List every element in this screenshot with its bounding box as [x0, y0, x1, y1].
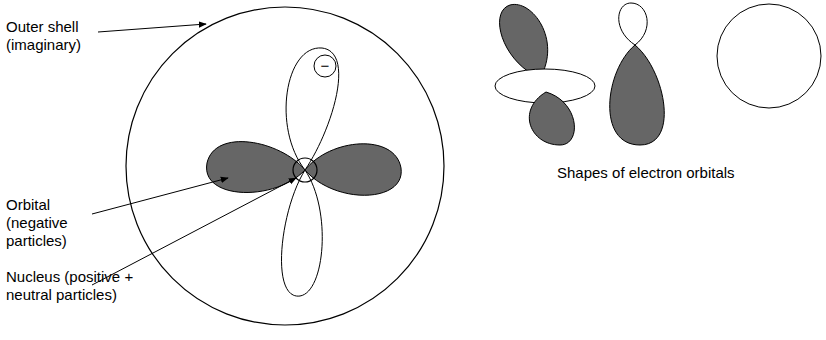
shell-label: Outer shell (imaginary) [6, 18, 98, 54]
leader-arrow [92, 178, 228, 214]
electron-circle: − [313, 54, 337, 78]
leader-arrow [98, 24, 206, 32]
outer-shell [126, 7, 444, 325]
orbital-lobe [281, 170, 322, 296]
orbital-lobe [529, 92, 574, 145]
orbital-label: Orbital (negative particles) [6, 196, 90, 250]
electron-sign: − [313, 56, 337, 76]
nucleus-label: Nucleus (positive + neutral particles) [6, 268, 146, 304]
nucleus [293, 158, 317, 182]
orbital-lobe [286, 48, 339, 170]
orbital-lobe [500, 4, 548, 78]
orbital-lobe [207, 142, 305, 193]
caption-label: Shapes of electron orbitals [557, 164, 817, 182]
s-orbital [717, 4, 821, 108]
orbital-lobe [619, 3, 647, 45]
orbital-lobe [610, 45, 665, 145]
orbital-lobe [305, 144, 401, 195]
